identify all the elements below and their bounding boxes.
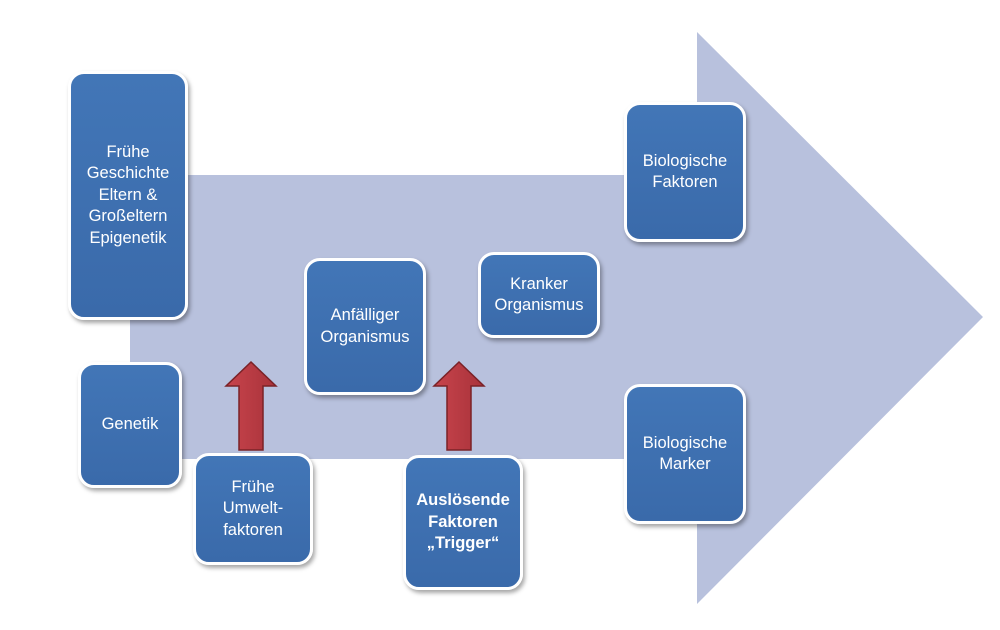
node-sick-organism-label: Kranker Organismus (494, 274, 584, 315)
node-early-environment: Frühe Umwelt- faktoren (193, 453, 313, 565)
node-genetics: Genetik (78, 362, 182, 488)
node-biological-markers: Biologische Marker (624, 384, 746, 524)
node-biological-factors-label: Biologische Faktoren (642, 151, 728, 192)
up-arrow-trigger (432, 360, 486, 451)
node-trigger-factors: Auslösende Faktoren „Trigger“ (403, 455, 523, 590)
node-early-environment-label: Frühe Umwelt- faktoren (222, 477, 284, 539)
node-trigger-factors-label: Auslösende Faktoren „Trigger“ (416, 491, 510, 553)
up-arrow-early-environment (224, 360, 278, 451)
node-susceptible-organism: Anfälliger Organismus (304, 258, 426, 395)
node-sick-organism: Kranker Organismus (478, 252, 600, 338)
node-biological-factors: Biologische Faktoren (624, 102, 746, 242)
node-early-history-label: Frühe Geschichte Eltern & Großeltern Epi… (86, 142, 170, 247)
node-biological-markers-label: Biologische Marker (642, 433, 728, 474)
node-early-history: Frühe Geschichte Eltern & Großeltern Epi… (68, 71, 188, 320)
node-genetics-label: Genetik (101, 415, 159, 434)
node-susceptible-organism-label: Anfälliger Organismus (320, 306, 410, 346)
